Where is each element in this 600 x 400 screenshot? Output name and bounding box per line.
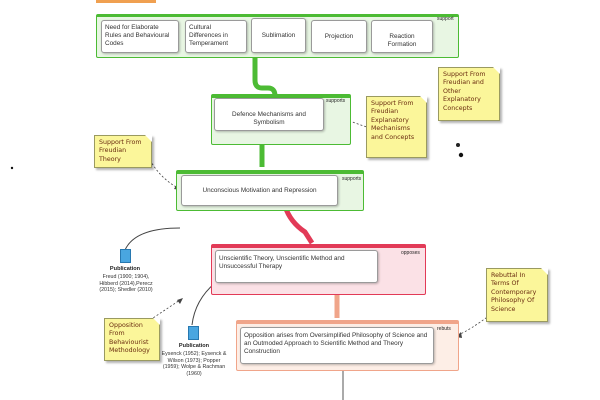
top-frame xyxy=(96,0,156,3)
unconscious-tag: supports xyxy=(342,176,362,182)
publication-title: Publication xyxy=(109,266,141,272)
defence-label: Defence Mechanisms and Symbolism xyxy=(232,111,306,126)
arrowhead-4 xyxy=(177,298,183,304)
row-item-reaction[interactable]: Reaction Formation xyxy=(371,20,433,53)
opposition-label: Opposition arises from Oversimplified Ph… xyxy=(244,332,428,355)
unscientific-node[interactable]: Unscientific Theory, Unscientific Method… xyxy=(215,250,378,283)
row-item-label: Cultural Differences in Temperament xyxy=(189,24,229,47)
defence-node[interactable]: Defence Mechanisms and Symbolism xyxy=(214,98,324,131)
dash-note4 xyxy=(149,299,181,321)
note-label: Support From Freudian Explanatory Mechan… xyxy=(371,100,415,141)
row-item-sublimation[interactable]: Sublimation xyxy=(251,18,306,53)
speck xyxy=(458,152,464,158)
row-item-label: Reaction Formation xyxy=(387,33,417,48)
row-item-projection[interactable]: Projection xyxy=(311,20,367,53)
note-label: Support From Freudian and Other Explanat… xyxy=(443,71,486,112)
publication-refs: Freud (1900; 1904), Hibberd (2014),Perec… xyxy=(99,274,153,294)
note-freudian-theory[interactable]: Support From Freudian Theory xyxy=(94,135,152,168)
publication-title: Publication xyxy=(178,343,210,349)
unscientific-tag: opposes xyxy=(401,250,420,256)
speck xyxy=(10,166,14,170)
speck xyxy=(456,143,460,147)
document-icon[interactable] xyxy=(120,249,131,263)
opposition-node[interactable]: Opposition arises from Oversimplified Ph… xyxy=(240,327,434,364)
link-pub1 xyxy=(124,227,181,251)
note-label: Rebuttal In Terms Of Contemporary Philos… xyxy=(491,272,537,313)
dash-note3 xyxy=(149,159,179,189)
row-item-label: Sublimation xyxy=(261,32,296,39)
note-label: Support From Freudian Theory xyxy=(99,139,142,163)
row-item-label: Projection xyxy=(324,33,354,40)
document-icon[interactable] xyxy=(188,326,199,340)
row-item-cultural[interactable]: Cultural Differences in Temperament xyxy=(185,20,247,53)
note-freudian-explanatory[interactable]: Support From Freudian Explanatory Mechan… xyxy=(366,96,427,158)
row-item-rules[interactable]: Need for Elaborate Rules and Behavioural… xyxy=(101,20,179,53)
opposition-tag: rebuts xyxy=(437,326,451,332)
note-behaviourist[interactable]: Opposition From Behaviourist Methodology xyxy=(104,318,160,361)
unscientific-label: Unscientific Theory, Unscientific Method… xyxy=(219,255,345,270)
note-rebuttal[interactable]: Rebuttal In Terms Of Contemporary Philos… xyxy=(486,268,548,322)
note-label: Opposition From Behaviourist Methodology xyxy=(109,322,150,355)
publication-refs: Eysenck (1952); Eysenck & Wilson (1973);… xyxy=(161,351,227,377)
row-tag: support xyxy=(437,16,454,22)
unconscious-node[interactable]: Unconscious Motivation and Repression xyxy=(181,175,338,206)
dash-note5 xyxy=(457,314,491,336)
link-unconscious-unscientific xyxy=(282,205,315,245)
link-row-defence xyxy=(252,52,278,97)
defence-tag: supports xyxy=(326,98,346,104)
note-freudian-other[interactable]: Support From Freudian and Other Explanat… xyxy=(438,67,500,121)
unconscious-label: Unconscious Motivation and Repression xyxy=(202,187,317,194)
row-item-label: Need for Elaborate Rules and Behavioural… xyxy=(105,24,170,47)
